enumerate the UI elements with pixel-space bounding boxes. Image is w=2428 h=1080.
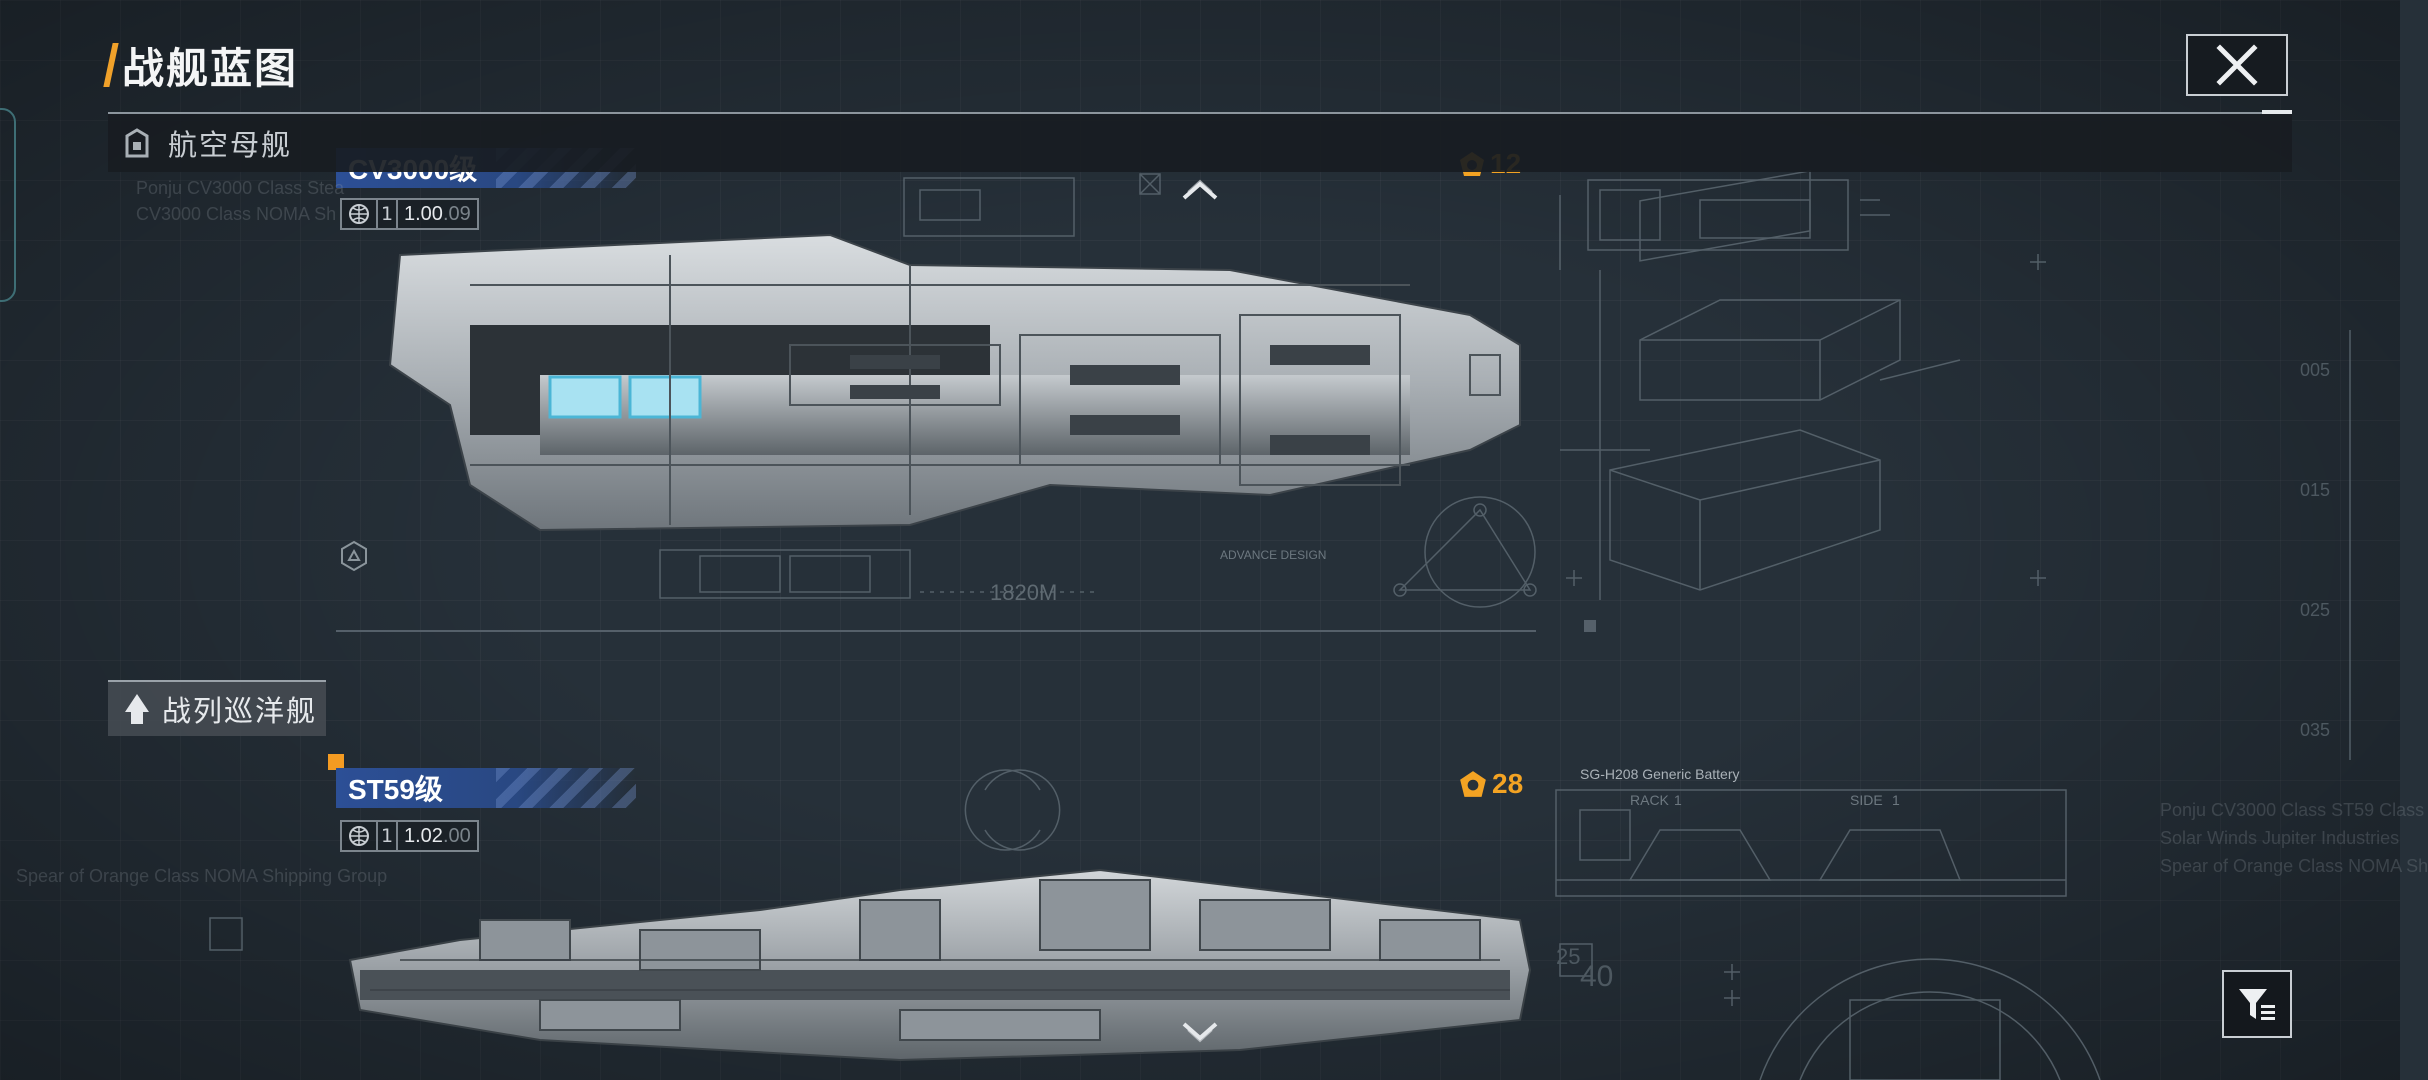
battery-label: SG-H208 Generic Battery bbox=[1580, 766, 1740, 782]
rack-label: RACK bbox=[1630, 792, 1669, 808]
side-number-2: 015 bbox=[2300, 480, 2331, 500]
hex-marker-icon bbox=[341, 540, 367, 572]
length-label: 1820M bbox=[990, 580, 1058, 605]
filter-icon bbox=[2239, 989, 2275, 1020]
header-divider-accent bbox=[2262, 110, 2292, 114]
side-number-3: 025 bbox=[2300, 600, 2331, 620]
carrier-category-icon bbox=[125, 128, 149, 158]
cruiser-category-icon bbox=[125, 694, 149, 724]
note-e: Solar Winds Jupiter Industries bbox=[2160, 828, 2400, 848]
globe-icon bbox=[342, 822, 378, 850]
scale-readout: 1 1.00.09 bbox=[340, 198, 479, 230]
category-label: 战列巡洋舰 bbox=[162, 694, 318, 728]
category-carrier[interactable]: 航空母舰 bbox=[108, 114, 2292, 172]
close-button[interactable] bbox=[2186, 34, 2288, 96]
ship-tag-st59[interactable]: ST59级 bbox=[336, 768, 636, 808]
title-bar: 战舰蓝图 bbox=[103, 40, 298, 93]
note-f: Spear of Orange Class NOMA Sh bbox=[2160, 856, 2428, 876]
ship-cost: 28 bbox=[1458, 768, 1523, 800]
header-divider bbox=[108, 112, 2292, 114]
category-battlecruiser[interactable]: 战列巡洋舰 bbox=[108, 680, 326, 736]
close-icon bbox=[2216, 44, 2258, 86]
ship-model-cv3000[interactable] bbox=[370, 225, 1530, 535]
note-a: Ponju CV3000 Class Stea bbox=[136, 178, 345, 198]
deco-number: 40 bbox=[1580, 960, 1614, 993]
ship-name: ST59级 bbox=[348, 774, 443, 805]
note-d: Ponju CV3000 Class ST59 Class bbox=[2160, 800, 2425, 820]
cost-value: 28 bbox=[1492, 768, 1524, 799]
cost-emblem-icon bbox=[1460, 771, 1486, 797]
side-panel-tab[interactable] bbox=[0, 108, 16, 302]
new-indicator bbox=[328, 754, 344, 770]
side-label: SIDE bbox=[1850, 792, 1883, 808]
tag-stripes bbox=[496, 768, 636, 808]
globe-icon bbox=[342, 200, 378, 228]
page-title: 战舰蓝图 bbox=[122, 43, 299, 93]
chevron-down-icon[interactable] bbox=[1180, 1020, 1220, 1046]
scale-dim: .09 bbox=[442, 203, 471, 225]
deco-number-small: 25 bbox=[1556, 944, 1581, 969]
side-number: 1 bbox=[1892, 792, 1900, 808]
side-number-4: 035 bbox=[2300, 720, 2331, 740]
scale-readout: 1 1.02.00 bbox=[340, 820, 479, 852]
rack-number: 1 bbox=[1674, 792, 1682, 808]
scale-index: 1 bbox=[378, 822, 398, 850]
scale-ruler bbox=[336, 616, 1536, 632]
scale-value: 1.00.09 bbox=[398, 200, 477, 228]
chevron-up-icon[interactable] bbox=[1180, 176, 1220, 202]
scale-main: 1.02 bbox=[404, 825, 443, 847]
note-b: CV3000 Class NOMA Sh bbox=[136, 204, 337, 224]
side-number-1: 005 bbox=[2300, 360, 2331, 380]
scale-index: 1 bbox=[378, 200, 398, 228]
ship-model-st59[interactable] bbox=[340, 860, 1540, 1062]
scale-value: 1.02.00 bbox=[398, 822, 477, 850]
filter-button[interactable] bbox=[2222, 970, 2292, 1038]
category-label: 航空母舰 bbox=[168, 128, 293, 162]
note-c: Spear of Orange Class NOMA Shipping Grou… bbox=[16, 866, 388, 886]
scale-main: 1.00 bbox=[404, 203, 443, 225]
advance-design-label: ADVANCE DESIGN bbox=[1220, 548, 1327, 562]
scale-dim: .00 bbox=[442, 825, 471, 847]
